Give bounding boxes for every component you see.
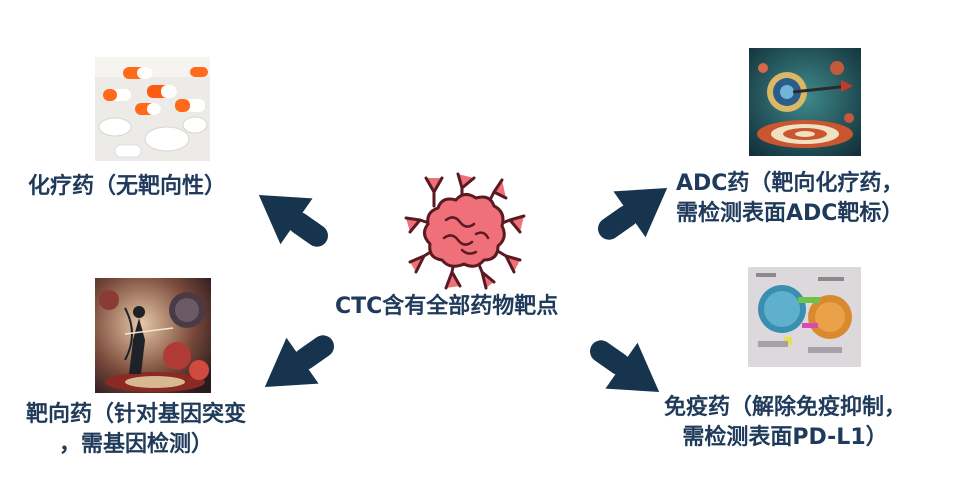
immuno-label-line1: 免疫药（解除免疫抑制，: [664, 395, 907, 420]
targeted-label-line1: 靶向药（针对基因突变: [26, 402, 247, 427]
tumor-cell-icon: [402, 172, 528, 290]
targeted-label: 靶向药（针对基因突变 ，需基因检测）: [26, 400, 246, 460]
adc-label-line2: 需检测表面ADC靶标）: [676, 201, 904, 226]
arrow-to-targeted: [248, 317, 349, 410]
immuno-label-line2: 需检测表面PD-L1）: [682, 425, 888, 450]
immune-cells-image: [748, 267, 861, 367]
center-label: CTC含有全部药物靶点: [335, 294, 559, 319]
chemo-label: 化疗药（无靶向性）: [28, 172, 226, 202]
immuno-label: 免疫药（解除免疫抑制， 需检测表面PD-L1）: [664, 393, 906, 453]
arrow-to-adc: [583, 165, 684, 258]
chemo-label-line1: 化疗药（无靶向性）: [28, 174, 227, 199]
arrow-to-immuno: [575, 322, 676, 415]
adc-label-line1: ADC药（靶向化疗药，: [676, 171, 904, 196]
archer-cell-image: [95, 278, 211, 393]
target-dart-image: [749, 48, 861, 156]
pills-image: [95, 57, 210, 161]
arrow-to-chemo: [242, 172, 343, 265]
targeted-label-line2: ，需基因检测）: [59, 432, 214, 457]
adc-label: ADC药（靶向化疗药， 需检测表面ADC靶标）: [676, 169, 903, 229]
